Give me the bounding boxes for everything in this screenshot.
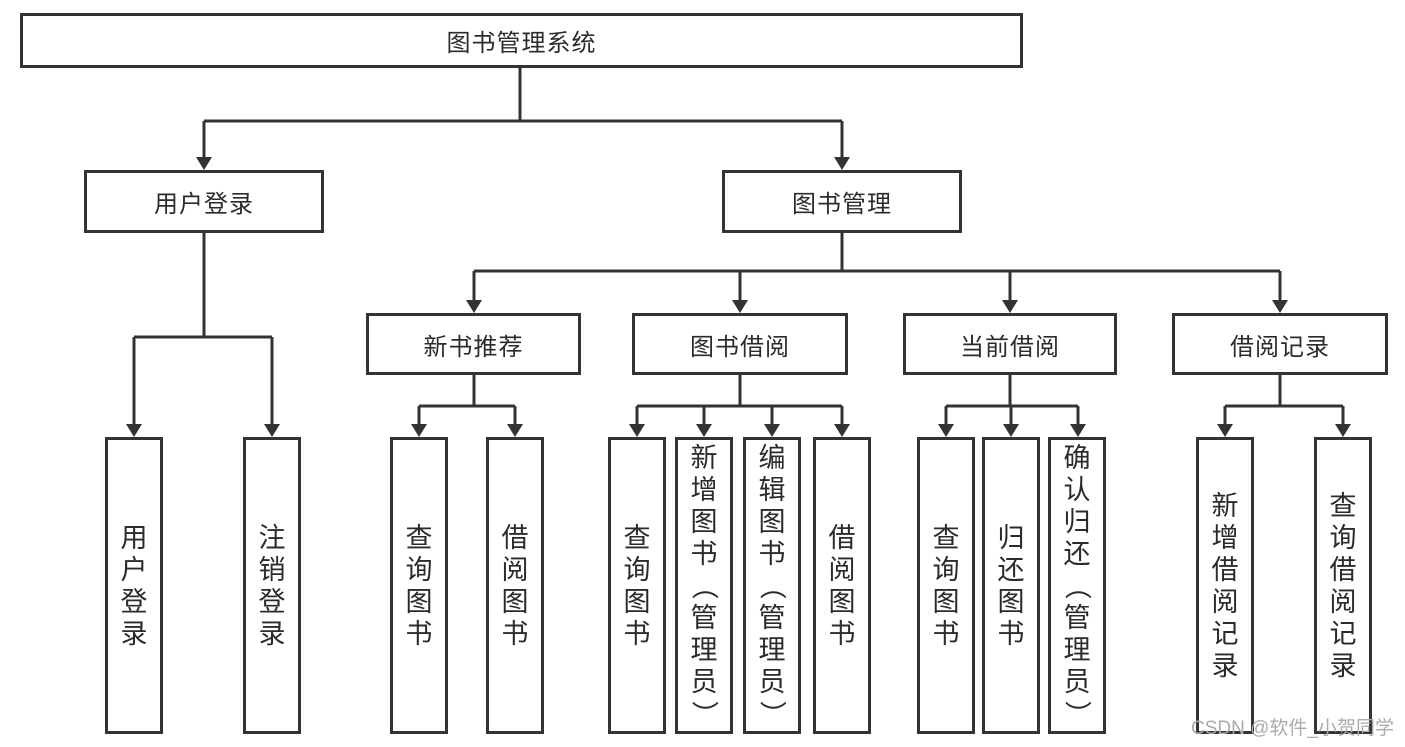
connector-user-login-children [132,233,274,426]
node-label: 用户登录 [154,191,254,218]
leaf-user-login: 用户登录 [105,437,163,734]
csdn-watermark: CSDN @软件_小贺同学 [1191,718,1394,739]
node-label: 借阅记录 [1230,333,1330,361]
connector-book-management-children [472,233,1282,302]
node-label: 图书借阅 [690,333,790,361]
connector-records-children [1223,375,1345,426]
node-user-login: 用户登录 [84,170,324,233]
leaf-query-books-current: 查询图书 [917,437,975,734]
node-label: 图书管理 [792,191,892,218]
leaf-logout: 注销登录 [243,437,301,734]
connector-current-children [944,375,1080,426]
connector-new-book-children [417,375,517,426]
node-label: 图书管理系统 [446,30,597,57]
node-label: 当前借阅 [960,333,1060,361]
leaf-add-book-admin: 新增图书（管理员） [675,437,733,734]
connector-borrowing-children [635,375,844,426]
node-book-borrowing: 图书借阅 [632,313,848,375]
leaf-add-borrow-record: 新增借阅记录 [1196,437,1254,734]
leaf-return-book: 归还图书 [982,437,1040,734]
node-label: 新书推荐 [423,333,524,361]
node-library-management-system: 图书管理系统 [20,13,1023,68]
connector-root-to-level2 [202,68,844,159]
leaf-query-borrow-record: 查询借阅记录 [1314,437,1372,734]
leaf-borrow-books-recommend: 借阅图书 [486,437,544,734]
node-current-borrowing: 当前借阅 [903,313,1117,375]
node-book-management: 图书管理 [722,170,962,233]
leaf-borrow-books: 借阅图书 [813,437,871,734]
node-new-book-recommend: 新书推荐 [366,313,581,375]
leaf-confirm-return-admin: 确认归还（管理员） [1048,437,1106,734]
leaf-edit-book-admin: 编辑图书（管理员） [743,437,801,734]
leaf-query-books-recommend: 查询图书 [390,437,448,734]
node-borrow-records: 借阅记录 [1172,313,1388,375]
arrowheads [126,157,1351,437]
leaf-query-books-borrowing: 查询图书 [608,437,666,734]
